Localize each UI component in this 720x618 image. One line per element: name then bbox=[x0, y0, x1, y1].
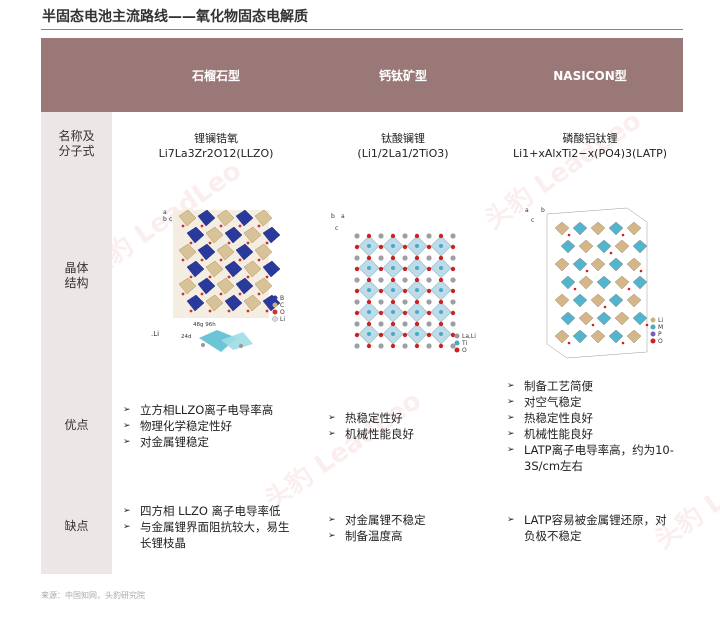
llto-crystal-structure-image: b a c La,Li Ti O bbox=[331, 213, 476, 354]
bullet-item: ➢ 物理化学稳定性好 bbox=[123, 418, 309, 434]
bullet-item: ➢ 热稳定性好 bbox=[328, 410, 488, 426]
bullet-text: LATP容易被金属锂还原，对 负极不稳定 bbox=[524, 513, 667, 543]
svg-text:.Li: .Li bbox=[151, 330, 159, 338]
bullet-arrow-icon: ➢ bbox=[328, 515, 336, 525]
svg-text:48g 96h: 48g 96h bbox=[193, 322, 216, 328]
bullet-text: 机械性能良好 bbox=[524, 427, 593, 441]
bullet-arrow-icon: ➢ bbox=[507, 381, 515, 391]
row-label-cons: 缺点 bbox=[64, 519, 89, 533]
svg-text:La,Li: La,Li bbox=[462, 333, 476, 340]
source-note: 来源：中国知网，头豹研究院 bbox=[41, 591, 145, 600]
bullet-arrow-icon: ➢ bbox=[328, 531, 336, 541]
svg-text:24d: 24d bbox=[181, 334, 192, 340]
bullet-text: 物理化学稳定性好 bbox=[140, 419, 232, 433]
title-divider bbox=[41, 29, 683, 30]
bullet-text: 对金属锂不稳定 bbox=[345, 513, 426, 527]
svg-text:O: O bbox=[280, 309, 285, 316]
column-header-perovskite: 钙钛矿型 bbox=[378, 68, 427, 83]
cons-list-perovskite: ➢ 对金属锂不稳定 ➢ 制备温度高 bbox=[328, 512, 488, 544]
bullet-arrow-icon: ➢ bbox=[507, 397, 515, 407]
bullet-item: ➢ 制备温度高 bbox=[328, 528, 488, 544]
row-label-structure: 晶体结构 bbox=[64, 261, 89, 290]
bullet-text: 四方相 LLZO 离子电导率低 bbox=[140, 504, 281, 518]
bullet-item: ➢ 立方相LLZO离子电导率高 bbox=[123, 402, 309, 418]
svg-text:Li: Li bbox=[280, 316, 285, 323]
svg-text:B: B bbox=[280, 295, 284, 302]
bullet-arrow-icon: ➢ bbox=[328, 429, 336, 439]
bullet-arrow-icon: ➢ bbox=[123, 437, 131, 447]
svg-text:c: c bbox=[531, 217, 534, 224]
bullet-text: LATP离子电导率高，约为10-3S/cm左右 bbox=[524, 443, 674, 473]
bullet-text: 立方相LLZO离子电导率高 bbox=[140, 403, 274, 417]
comparison-table: 石榴石型 钙钛矿型 NASICON型 名称及分子式 晶体结构 优点 缺点 锂镧锆… bbox=[41, 38, 683, 574]
bullet-text: 热稳定性良好 bbox=[524, 411, 593, 425]
bullet-text: 机械性能良好 bbox=[345, 427, 414, 441]
svg-text:O: O bbox=[462, 347, 467, 354]
bullet-item: ➢ 机械性能良好 bbox=[507, 426, 677, 442]
bullet-text: 对金属锂稳定 bbox=[140, 435, 209, 449]
pros-list-garnet: ➢ 立方相LLZO离子电导率高 ➢ 物理化学稳定性好 ➢ 对金属锂稳定 bbox=[123, 402, 309, 450]
bullet-arrow-icon: ➢ bbox=[507, 515, 515, 525]
svg-text:Ti: Ti bbox=[461, 340, 467, 347]
svg-text:c: c bbox=[335, 225, 338, 232]
svg-text:b: b bbox=[163, 216, 167, 223]
cons-list-garnet: ➢ 四方相 LLZO 离子电导率低 ➢ 与金属锂界面阻抗较大，易生长锂枝晶 bbox=[123, 503, 299, 551]
bullet-arrow-icon: ➢ bbox=[328, 413, 336, 423]
bullet-item: ➢ 与金属锂界面阻抗较大，易生长锂枝晶 bbox=[123, 519, 299, 551]
svg-text:C: C bbox=[280, 302, 284, 309]
bullet-item: ➢ 对空气稳定 bbox=[507, 394, 677, 410]
bullet-item: ➢ 热稳定性良好 bbox=[507, 410, 677, 426]
pros-list-nasicon: ➢ 制备工艺简便 ➢ 对空气稳定 ➢ 热稳定性良好 ➢ 机械性能良好 ➢ LATP离子电导率高，约… bbox=[507, 378, 677, 474]
bullet-item: ➢ 对金属锂不稳定 bbox=[328, 512, 488, 528]
svg-text:a: a bbox=[341, 213, 345, 220]
svg-text:Li: Li bbox=[658, 317, 663, 324]
column-header-garnet: 石榴石型 bbox=[191, 68, 240, 83]
bullet-item: ➢ 机械性能良好 bbox=[328, 426, 488, 442]
bullet-item: ➢ LATP离子电导率高，约为10-3S/cm左右 bbox=[507, 442, 677, 474]
svg-text:a: a bbox=[525, 207, 529, 214]
bullet-text: 与金属锂界面阻抗较大，易生长锂枝晶 bbox=[140, 520, 290, 550]
svg-text:a: a bbox=[163, 209, 167, 216]
bullet-item: ➢ 对金属锂稳定 bbox=[123, 434, 309, 450]
svg-text:c: c bbox=[169, 216, 172, 223]
bullet-text: 热稳定性好 bbox=[345, 411, 403, 425]
bullet-arrow-icon: ➢ bbox=[507, 429, 515, 439]
bullet-item: ➢ 四方相 LLZO 离子电导率低 bbox=[123, 503, 299, 519]
svg-text:P: P bbox=[658, 331, 662, 338]
bullet-arrow-icon: ➢ bbox=[123, 405, 131, 415]
svg-text:b: b bbox=[541, 207, 545, 214]
bullet-arrow-icon: ➢ bbox=[507, 413, 515, 423]
bullet-arrow-icon: ➢ bbox=[123, 421, 131, 431]
svg-text:M: M bbox=[658, 324, 663, 331]
name-cell-perovskite: 钛酸镧锂(Li1/2La1/2TiO3) bbox=[357, 132, 449, 160]
bullet-text: 制备工艺简便 bbox=[524, 379, 593, 393]
pros-list-perovskite: ➢ 热稳定性好 ➢ 机械性能良好 bbox=[328, 410, 488, 442]
page-title: 半固态电池主流路线——氧化物固态电解质 bbox=[42, 9, 308, 25]
bullet-arrow-icon: ➢ bbox=[123, 522, 131, 532]
llzo-crystal-structure-image: a b c B C O Li .Li 48g 96h 24d bbox=[151, 209, 285, 352]
latp-crystal-structure-image: a b c Li M P O bbox=[525, 207, 663, 359]
table-header: 石榴石型 钙钛矿型 NASICON型 bbox=[41, 38, 683, 112]
bullet-arrow-icon: ➢ bbox=[507, 445, 515, 455]
row-label-column bbox=[41, 112, 112, 574]
bullet-item: ➢ LATP容易被金属锂还原，对 负极不稳定 bbox=[507, 512, 677, 544]
svg-text:b: b bbox=[331, 213, 335, 220]
row-label-pros: 优点 bbox=[64, 418, 89, 432]
bullet-text: 对空气稳定 bbox=[524, 395, 582, 409]
bullet-item: ➢ 制备工艺简便 bbox=[507, 378, 677, 394]
column-header-nasicon: NASICON型 bbox=[553, 68, 627, 83]
bullet-text: 制备温度高 bbox=[345, 529, 403, 543]
row-label-name: 名称及分子式 bbox=[58, 129, 95, 158]
cons-list-nasicon: ➢ LATP容易被金属锂还原，对 负极不稳定 bbox=[507, 512, 677, 544]
svg-text:O: O bbox=[658, 338, 663, 345]
bullet-arrow-icon: ➢ bbox=[123, 506, 131, 516]
